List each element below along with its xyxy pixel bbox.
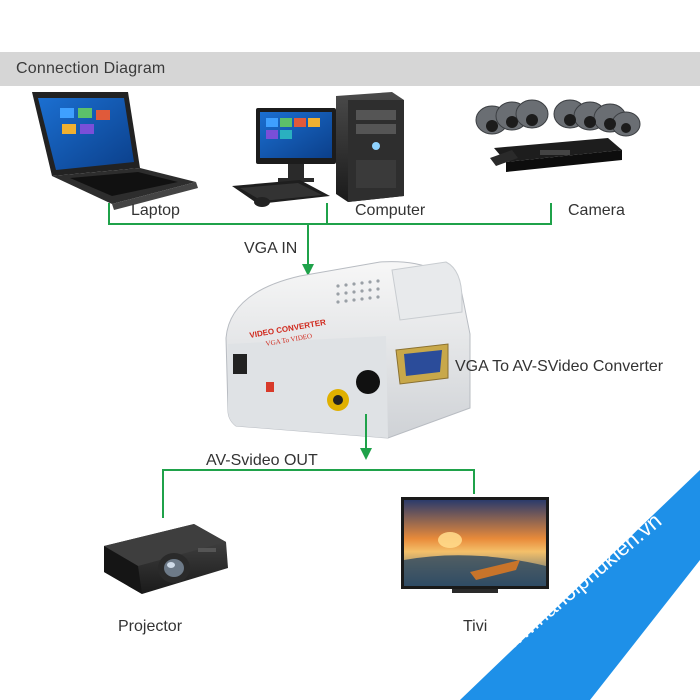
- laptop-label: Laptop: [131, 202, 180, 219]
- projector-label: Projector: [118, 618, 183, 635]
- converter-icon: [225, 261, 471, 439]
- tivi-icon: [401, 497, 549, 593]
- output-arrow-icon: [360, 448, 372, 460]
- projector-icon: [104, 524, 228, 594]
- converter-label: VGA To AV-SVideo Converter: [455, 358, 664, 375]
- computer-icon: [232, 92, 404, 207]
- camera-label: Camera: [568, 202, 625, 219]
- input-arrow-icon: [302, 264, 314, 276]
- header-bar: Connection Diagram: [0, 52, 700, 86]
- computer-label: Computer: [355, 202, 426, 219]
- camera-icon: [475, 99, 641, 172]
- input-connector-lines: [108, 203, 552, 266]
- av-svideo-out-label: AV-Svideo OUT: [206, 452, 318, 469]
- tivi-label: Tivi: [463, 618, 488, 635]
- header-title: Connection Diagram: [16, 60, 166, 77]
- output-connector-lines: [162, 469, 475, 518]
- laptop-icon: [32, 92, 198, 210]
- watermark-band: [460, 470, 700, 700]
- vga-in-label: VGA IN: [244, 240, 298, 257]
